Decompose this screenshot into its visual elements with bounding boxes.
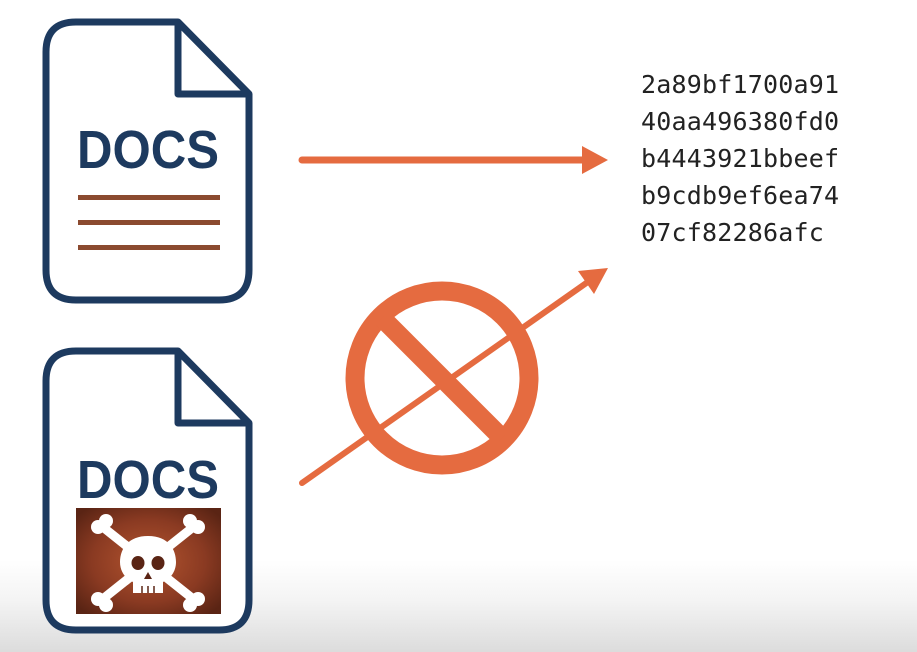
skull-crossbones-icon xyxy=(76,508,221,614)
no-entry-icon xyxy=(345,281,539,475)
tampered-document-label: DOCS xyxy=(77,450,219,510)
hash-line: b4443921bbeef xyxy=(641,144,840,173)
tampered-document-fold xyxy=(174,351,249,427)
bone-end xyxy=(99,514,113,528)
text-line xyxy=(78,220,220,225)
skull xyxy=(120,536,176,593)
hash-line: b9cdb9ef6ea74 xyxy=(641,181,840,210)
hash-line: 2a89bf1700a91 xyxy=(641,70,840,99)
skull-eye xyxy=(151,556,165,570)
bone-end xyxy=(183,598,197,612)
hash-output: 2a89bf1700a91 40aa496380fd0 b4443921bbee… xyxy=(641,66,839,251)
valid-arrow xyxy=(298,146,608,174)
hash-line: 40aa496380fd0 xyxy=(641,107,840,136)
text-line xyxy=(78,195,220,200)
document-lines-icon xyxy=(78,195,220,250)
bone-end xyxy=(99,598,113,612)
original-document-fold xyxy=(174,22,249,98)
hash-line: 07cf82286afc xyxy=(641,218,825,247)
text-line xyxy=(78,245,220,250)
original-document-label: DOCS xyxy=(77,120,219,180)
bone-end xyxy=(183,514,197,528)
tampered-document: DOCS xyxy=(42,347,253,634)
prohibition-ring xyxy=(345,281,539,475)
arrowhead-icon xyxy=(582,146,608,174)
prohibition-slash xyxy=(375,311,509,445)
skull-eye xyxy=(131,556,145,570)
original-document: DOCS xyxy=(42,18,253,304)
arrowhead-icon xyxy=(578,268,608,294)
skull-nose xyxy=(144,572,152,579)
